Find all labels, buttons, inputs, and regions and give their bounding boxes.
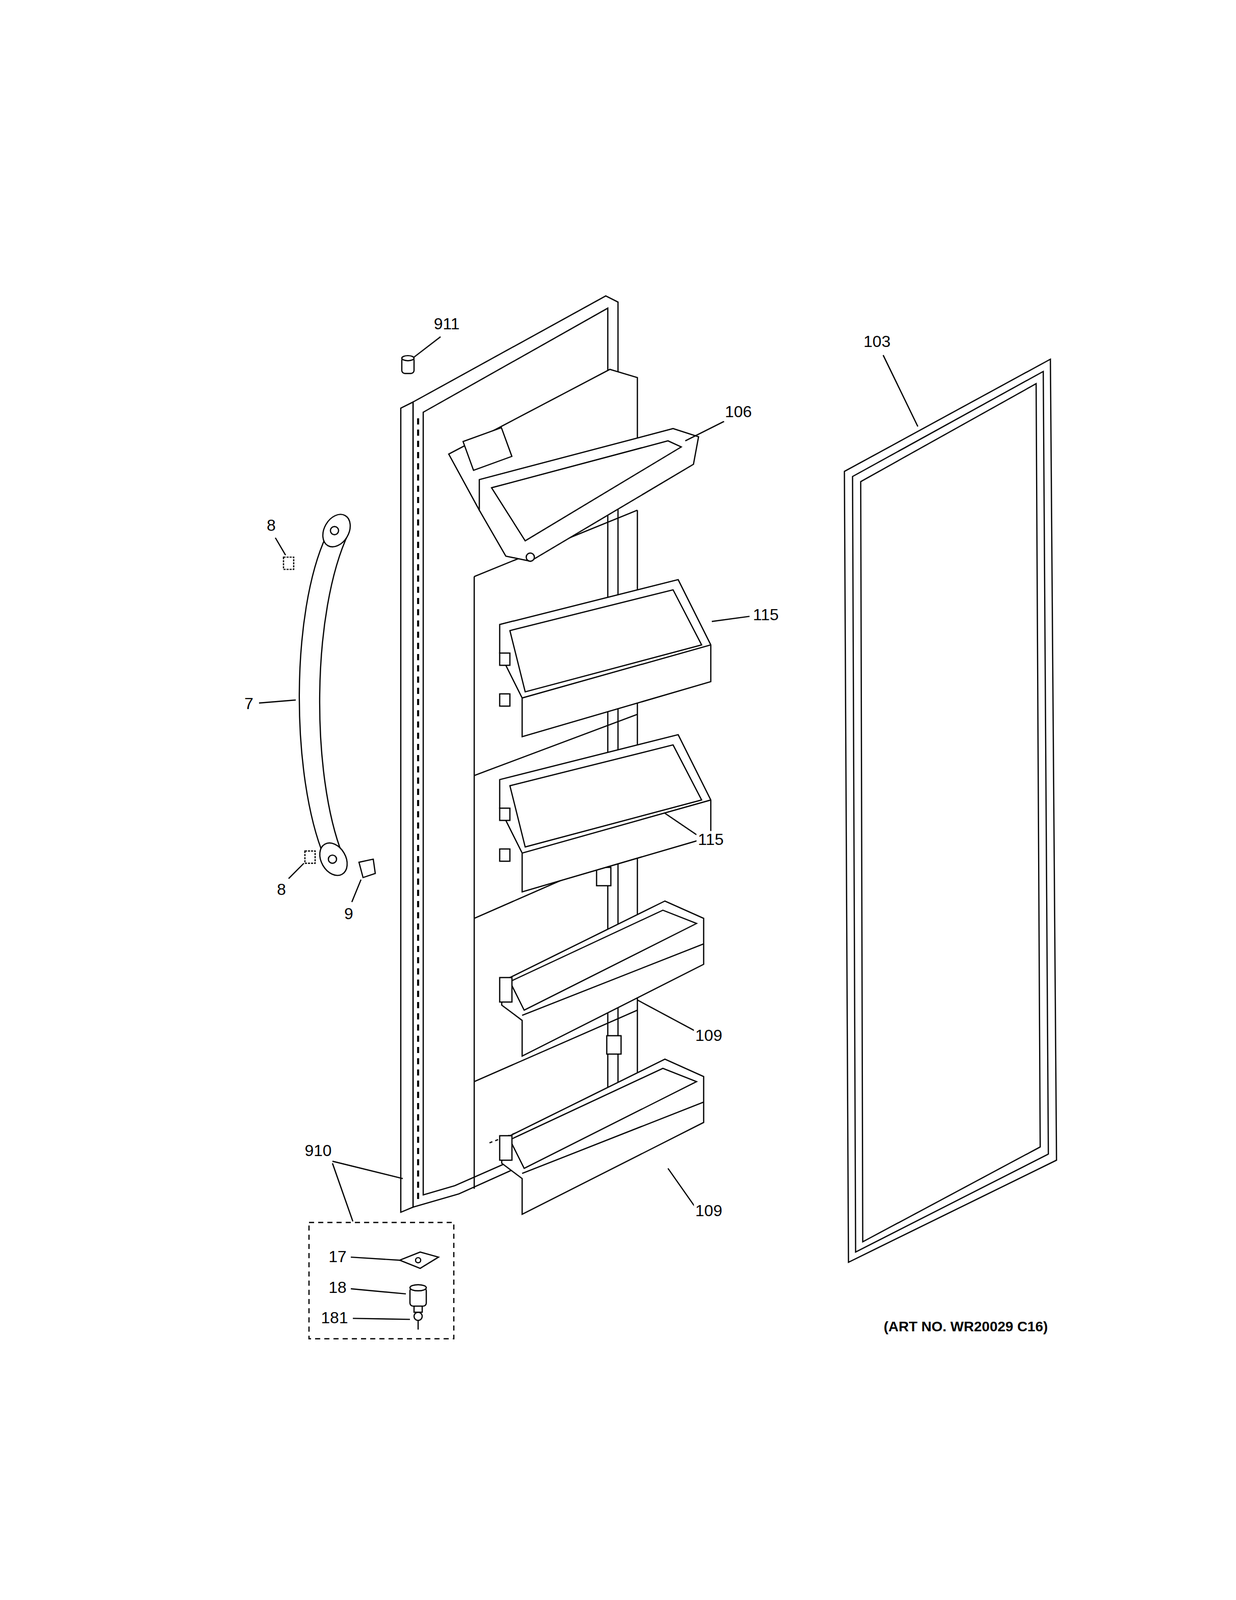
- hinge-kit-part: [415, 1257, 421, 1263]
- leader-lines-part: [711, 615, 750, 622]
- small-parts-part: [304, 850, 316, 863]
- dairy-compartment-part: [479, 428, 699, 562]
- art-number-caption: (ART NO. WR20029 C16): [882, 1318, 1050, 1334]
- hinge-kit-part: [414, 1311, 423, 1320]
- callout-number: 911: [432, 315, 461, 334]
- door-bin: [499, 579, 711, 737]
- door-body-part: [417, 418, 420, 1199]
- leader-lines-part: [664, 812, 697, 835]
- door-bins: [499, 579, 711, 1215]
- leader-lines-part: [350, 1288, 406, 1294]
- callout-number: 109: [693, 1026, 724, 1045]
- hinge-kit: [309, 1221, 454, 1338]
- gasket-part: [852, 371, 1049, 1252]
- callout-number: 8: [265, 516, 278, 535]
- gasket-part: [844, 358, 1057, 1262]
- hinge-kit-part: [409, 1284, 427, 1291]
- leader-lines-part: [350, 1256, 400, 1260]
- callout-number: 8: [275, 880, 288, 899]
- callout-number: 7: [242, 694, 255, 713]
- door-bin: [499, 734, 711, 892]
- handle-part: [328, 854, 337, 863]
- small-parts-part: [358, 858, 376, 878]
- handle-part: [330, 526, 339, 535]
- dairy-compartment-part: [462, 427, 512, 471]
- leader-lines-part: [352, 1317, 410, 1319]
- leader-lines-part: [637, 999, 695, 1031]
- callout-number: 9: [342, 905, 355, 923]
- leader-lines: [259, 336, 918, 1320]
- leader-lines-part: [883, 354, 918, 427]
- leader-lines-part: [667, 1167, 695, 1206]
- leader-lines-part: [685, 421, 725, 441]
- handle-part: [314, 837, 353, 881]
- leader-lines-part: [414, 336, 441, 357]
- callout-number: 103: [861, 332, 892, 351]
- small-parts-part: [401, 355, 415, 361]
- handle-part: [317, 509, 356, 552]
- leader-lines-part: [275, 537, 286, 555]
- callout-number: 106: [723, 403, 754, 422]
- callout-number: 181: [319, 1309, 350, 1327]
- door-body-part: [606, 1035, 622, 1054]
- door-bin: [499, 900, 704, 1056]
- handle-part: [299, 532, 349, 857]
- small-parts: [283, 355, 415, 878]
- dairy-compartment: [448, 369, 699, 561]
- callout-number: 18: [327, 1278, 349, 1297]
- callout-number: 115: [696, 830, 726, 849]
- door-body-part: [473, 576, 475, 1189]
- leader-lines-part: [288, 862, 304, 879]
- door-bin: [499, 1058, 704, 1214]
- gasket-part: [860, 383, 1041, 1242]
- leader-lines-part: [332, 1160, 403, 1178]
- leader-lines-part: [259, 699, 296, 703]
- door-body-part: [400, 401, 414, 1212]
- small-parts-part: [283, 556, 294, 570]
- hinge-kit-part: [417, 1319, 419, 1329]
- leader-lines-part: [332, 1162, 353, 1221]
- dairy-compartment-part: [526, 552, 535, 561]
- hinge-kit-part: [309, 1221, 454, 1338]
- callout-number: 910: [302, 1141, 333, 1160]
- dairy-compartment-part: [491, 440, 682, 541]
- hinge-kit-part: [399, 1251, 439, 1268]
- handle: [299, 509, 356, 881]
- hinge-kit-part: [414, 1305, 423, 1312]
- leader-lines-part: [351, 879, 362, 902]
- gasket: [844, 358, 1057, 1262]
- callout-number: 17: [327, 1248, 349, 1266]
- callout-number: 115: [751, 606, 781, 625]
- callout-number: 109: [693, 1202, 724, 1220]
